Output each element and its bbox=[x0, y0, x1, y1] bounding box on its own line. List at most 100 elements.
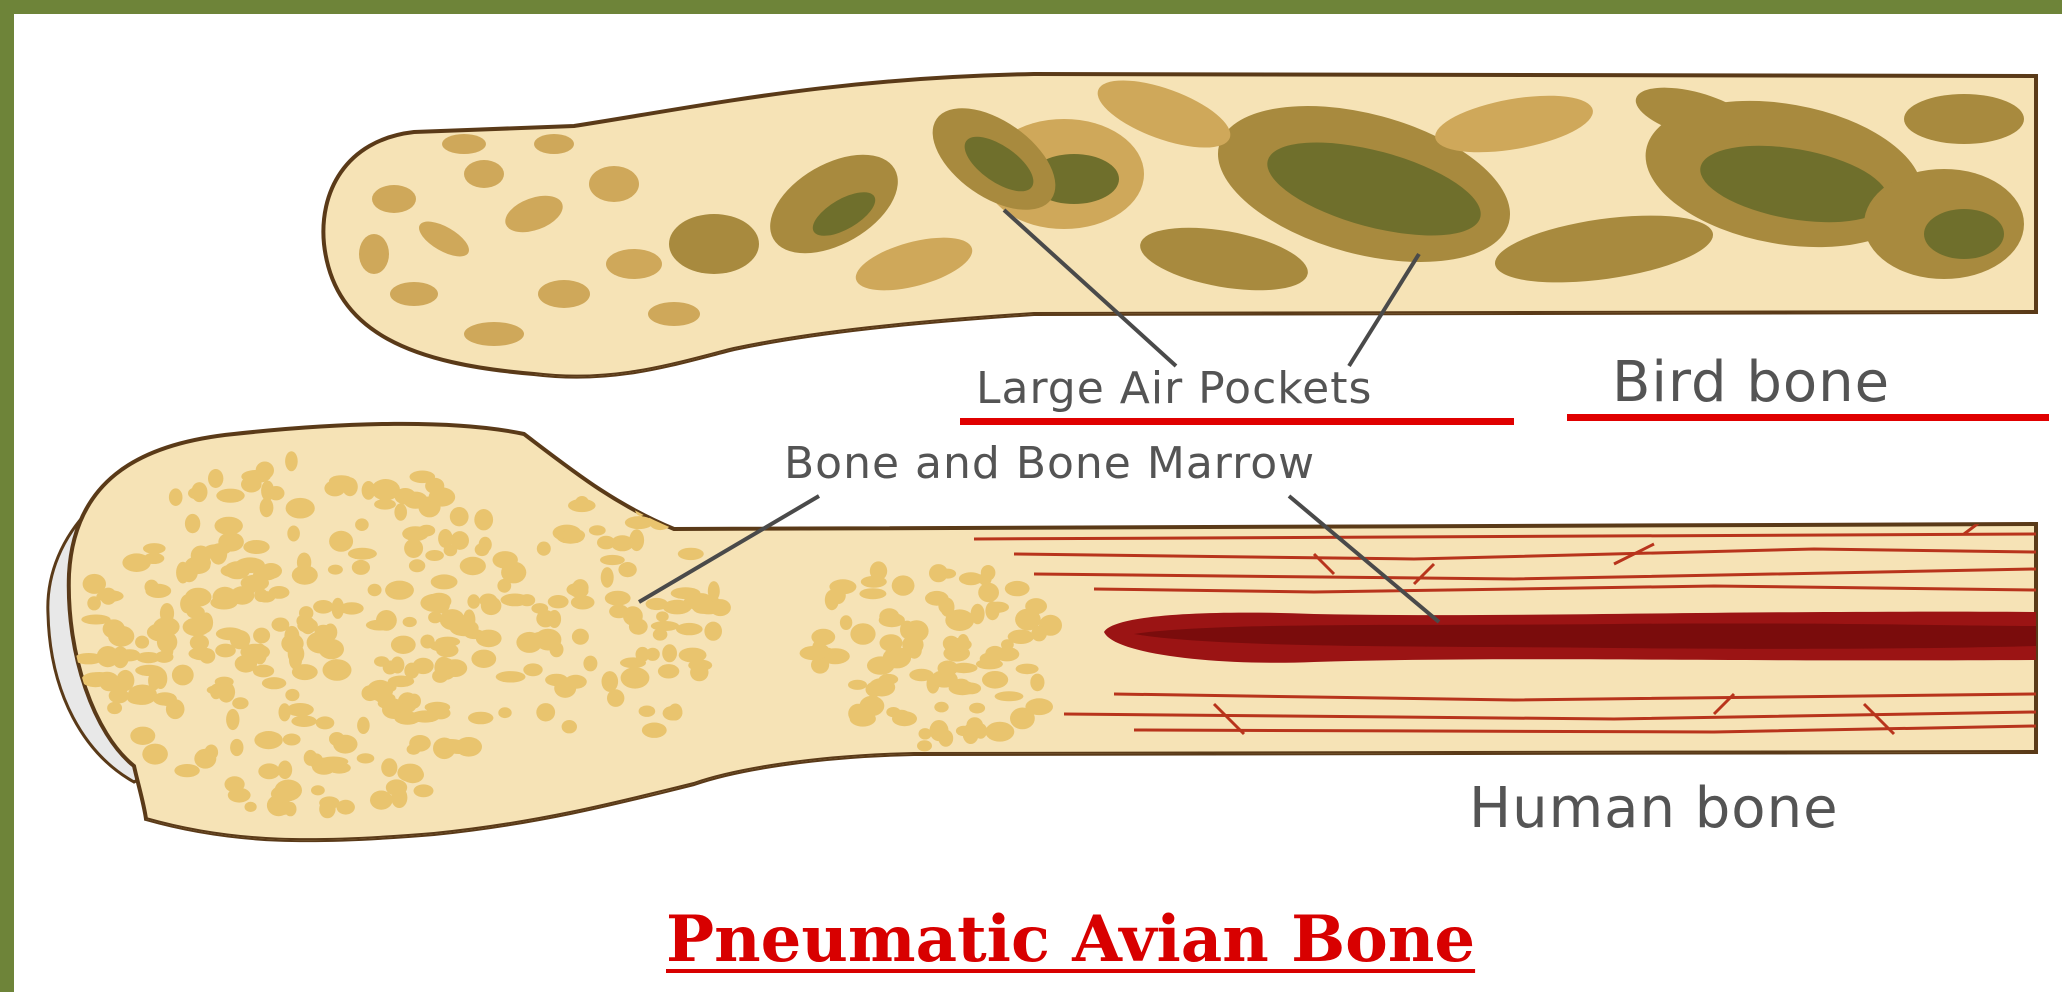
spongy-bone-pore bbox=[642, 723, 667, 738]
spongy-bone-pore bbox=[174, 764, 199, 777]
label-bone-and-marrow: Bone and Bone Marrow bbox=[784, 438, 1315, 489]
spongy-bone-pore bbox=[130, 727, 155, 745]
spongy-bone-pore bbox=[671, 587, 701, 599]
spongy-bone-pore bbox=[166, 699, 185, 719]
spongy-bone-pore bbox=[148, 671, 160, 690]
spongy-bone-pore bbox=[425, 550, 444, 561]
spongy-bone-pore bbox=[658, 664, 679, 678]
spongy-bone-pore bbox=[905, 620, 929, 642]
spongy-bone-pore bbox=[241, 476, 262, 492]
spongy-bone-pore bbox=[930, 720, 949, 741]
spongy-bone-pore bbox=[589, 525, 606, 535]
spongy-bone-pore bbox=[678, 548, 704, 560]
spongy-bone-pore bbox=[311, 785, 325, 795]
spongy-bone-pore bbox=[704, 622, 722, 641]
spongy-bone-pore bbox=[367, 680, 393, 701]
spongy-bone-pore bbox=[427, 593, 452, 610]
spongy-bone-pore bbox=[273, 803, 293, 815]
spongy-bone-pore bbox=[451, 531, 469, 550]
spongy-bone-pore bbox=[374, 499, 396, 510]
spongy-bone-pore bbox=[438, 529, 453, 548]
spongy-bone-pore bbox=[135, 665, 163, 676]
spongy-bone-pore bbox=[287, 526, 300, 542]
spongy-bone-pore bbox=[87, 596, 101, 610]
spongy-bone-pore bbox=[1005, 581, 1030, 596]
spongy-bone-pore bbox=[169, 488, 183, 506]
spongy-bone-pore bbox=[668, 704, 682, 721]
spongy-bone-pore bbox=[262, 677, 286, 689]
spongy-bone-pore bbox=[271, 785, 298, 802]
spongy-bone-pore bbox=[185, 514, 200, 533]
spongy-bone-pore bbox=[188, 487, 204, 499]
spongy-bone-pore bbox=[829, 579, 856, 594]
spongy-bone-pore bbox=[253, 643, 267, 664]
spongy-bone-pore bbox=[253, 628, 270, 644]
spongy-bone-pore bbox=[602, 671, 619, 692]
spongy-bone-pore bbox=[870, 561, 887, 580]
spongy-bone-pore bbox=[600, 555, 625, 565]
spongy-bone-pore bbox=[440, 639, 455, 655]
spongy-bone-pore bbox=[284, 626, 299, 646]
spongy-bone-pore bbox=[985, 722, 1014, 742]
spongy-bone-pore bbox=[403, 492, 427, 509]
spongy-bone-pore bbox=[909, 669, 933, 681]
spongy-bone-pore bbox=[892, 711, 917, 726]
spongy-bone-pore bbox=[1008, 630, 1034, 644]
spongy-bone-pore bbox=[232, 697, 248, 709]
spongy-bone-pore bbox=[371, 479, 400, 500]
spongy-bone-pore bbox=[254, 731, 282, 749]
spongy-bone-pore bbox=[618, 562, 636, 577]
spongy-bone-pore bbox=[1031, 626, 1047, 642]
spongy-bone-pore bbox=[572, 629, 589, 645]
spongy-bone-pore bbox=[536, 703, 555, 721]
spongy-bone-pore bbox=[956, 726, 972, 736]
spongy-bone-pore bbox=[562, 720, 577, 733]
spongy-bone-pore bbox=[261, 481, 274, 502]
spongy-bone-pore bbox=[258, 763, 280, 779]
spongy-bone-pore bbox=[391, 657, 405, 674]
spongy-bone-pore bbox=[607, 689, 624, 707]
spongy-bone-pore bbox=[355, 518, 369, 531]
spongy-bone-pore bbox=[867, 656, 894, 674]
label-large-air-pockets: Large Air Pockets bbox=[976, 363, 1372, 414]
spongy-bone-pore bbox=[981, 565, 996, 581]
spongy-bone-pore bbox=[391, 636, 416, 654]
spongy-bone-pore bbox=[100, 588, 117, 605]
spongy-bone-pore bbox=[609, 605, 629, 619]
spongy-bone-pore bbox=[243, 540, 269, 554]
spongy-bone-pore bbox=[969, 703, 985, 714]
spongy-bone-pore bbox=[571, 595, 595, 609]
spongy-bone-pore bbox=[892, 575, 915, 595]
spongy-bone-pore bbox=[917, 740, 932, 751]
spongy-bone-pore bbox=[88, 672, 112, 683]
spongy-bone-pore bbox=[639, 706, 656, 717]
spongy-bone-pore bbox=[409, 559, 425, 572]
spongy-bone-pore bbox=[368, 584, 382, 596]
spongy-bone-pore bbox=[128, 694, 154, 705]
spongy-bone-pore bbox=[397, 764, 423, 782]
spongy-bone-pore bbox=[176, 562, 190, 584]
spongy-bone-pore bbox=[850, 623, 875, 645]
spongy-bone-pore bbox=[431, 574, 458, 589]
bird-bone bbox=[323, 67, 2036, 391]
spongy-bone-pore bbox=[316, 716, 335, 729]
spongy-bone-pore bbox=[934, 702, 948, 713]
spongy-bone-pore bbox=[663, 600, 692, 615]
spongy-bone-pore bbox=[501, 562, 526, 584]
spongy-bone-pore bbox=[848, 680, 867, 690]
spongy-bone-pore bbox=[287, 703, 314, 716]
spongy-bone-pore bbox=[710, 599, 731, 616]
spongy-bone-pore bbox=[476, 630, 502, 648]
spongy-bone-pore bbox=[403, 617, 417, 627]
spongy-bone-pore bbox=[226, 709, 239, 730]
spongy-bone-pore bbox=[185, 588, 212, 607]
spongy-bone-pore bbox=[352, 560, 370, 575]
spongy-bone-pore bbox=[1030, 674, 1044, 692]
spongy-bone-pore bbox=[328, 565, 343, 575]
spongy-bone-pore bbox=[414, 784, 434, 797]
spongy-bone-pore bbox=[329, 732, 345, 746]
spongy-bone-pore bbox=[278, 761, 292, 780]
spongy-bone-pore bbox=[433, 738, 456, 760]
spongy-bone-pore bbox=[919, 728, 932, 739]
spongy-bone-pore bbox=[428, 612, 442, 624]
